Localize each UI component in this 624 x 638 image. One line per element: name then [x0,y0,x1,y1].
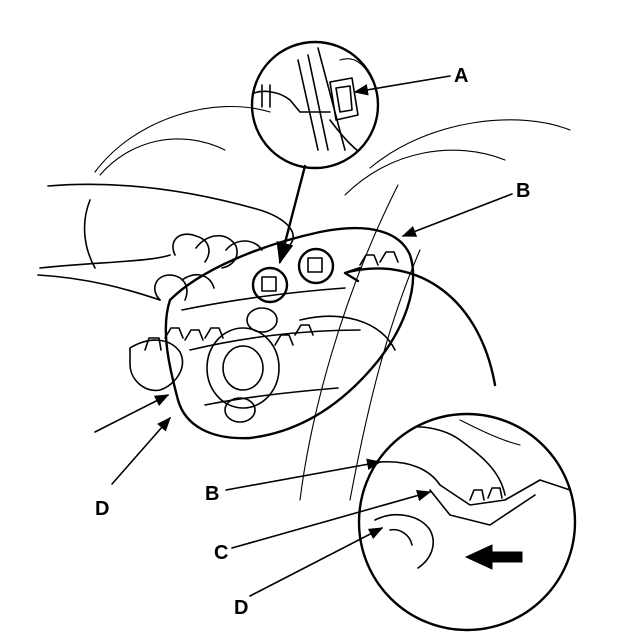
tab-marker-circle-2 [297,247,335,285]
label-b-top: B [516,180,530,202]
detail-connector-curve [346,267,497,387]
leader-lines [94,75,513,597]
housing-clips [144,251,399,351]
label-a-top: A [454,65,468,87]
hand-illustration [37,183,294,301]
label-c-bottom: C [214,542,228,564]
detail-view-bottom [357,412,577,632]
label-b-bottom: B [205,483,219,505]
label-d-bottom: D [234,597,248,619]
label-d-left: D [95,498,109,520]
detail-connector-arrow [276,164,307,265]
push-direction-arrow-icon [464,544,523,570]
background-outline [94,105,571,501]
tab-square-1 [261,276,277,292]
headlight-housing [129,226,415,440]
detail-view-top [250,40,380,170]
tab-square-2 [307,257,323,273]
detail-connector-arrowhead [343,266,362,283]
tab-marker-circle-1 [251,266,289,304]
